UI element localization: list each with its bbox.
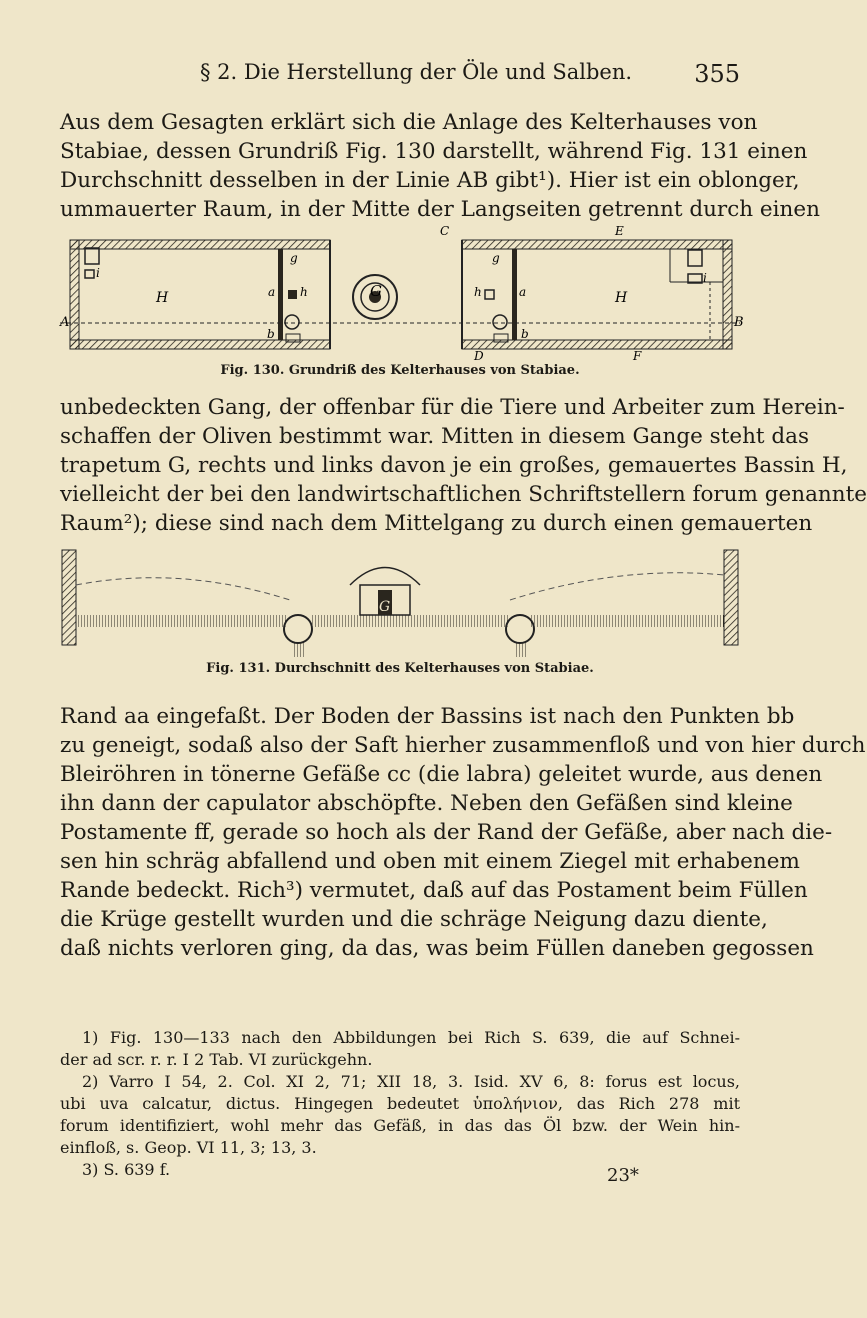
floor-right xyxy=(530,615,724,627)
floor-plan-drawing: A B C E H H G a a b b h h g g i i D F xyxy=(59,224,744,363)
page-number: 355 xyxy=(694,60,740,88)
cross-section-drawing: G xyxy=(61,549,739,657)
text-line: Postamente ff, gerade so hoch als der Ra… xyxy=(60,820,833,845)
text-line: ihn dann der capulator abschöpfte. Neben… xyxy=(60,791,793,816)
paragraph-2: unbedeckten Gang, der offenbar für die T… xyxy=(60,393,867,538)
figure-131-caption: Fig. 131. Durchschnitt des Kelterhauses … xyxy=(206,661,594,676)
label-d-point: D xyxy=(473,349,484,363)
vessel-c-left xyxy=(284,314,300,330)
footnotes: 1) Fig. 130—133 nach den Abbildungen bei… xyxy=(60,1027,740,1181)
footnote-line: einfloß, s. Geop. VI 11, 3; 13, 3. xyxy=(60,1138,317,1157)
label-b-point: B xyxy=(733,315,744,330)
wall-top-right xyxy=(461,239,733,250)
label-h-small-right: h xyxy=(474,285,482,299)
label-h-small-left: h xyxy=(300,285,308,299)
label-b-right: b xyxy=(521,327,529,341)
label-g-small-left: g xyxy=(290,251,298,265)
text-line: trapetum G, rechts und links davon je ei… xyxy=(60,453,848,478)
label-h-right: H xyxy=(614,290,628,306)
wall-bottom-left xyxy=(69,339,331,350)
label-b-left: b xyxy=(267,327,275,341)
vessel-c-right xyxy=(492,314,508,330)
figure-130: A B C E H H G a a b b h h g g i i D F Fi… xyxy=(59,222,744,382)
text-line: sen hin schräg abfallend und oben mit ei… xyxy=(60,849,800,874)
label-g-section: G xyxy=(379,599,390,615)
wall-bottom-right xyxy=(461,339,733,350)
footnote-line: ubi uva calcatur, dictus. Hingegen bedeu… xyxy=(60,1094,740,1113)
pedestal-f-left xyxy=(285,333,301,343)
text-line: zu geneigt, sodaß also der Saft hierher … xyxy=(60,733,866,758)
text-line: schaffen der Oliven bestimmt war. Mitten… xyxy=(60,424,810,449)
wall-right xyxy=(722,239,733,350)
floor-left xyxy=(76,615,286,627)
footnote-line: forum identifiziert, wohl mehr das Gefäß… xyxy=(60,1116,740,1135)
text-line: Rand aa eingefaßt. Der Boden der Bassins… xyxy=(60,704,795,729)
paragraph-1: Aus dem Gesagten erklärt sich die Anlage… xyxy=(60,108,820,224)
text-line: vielleicht der bei den landwirtschaftlic… xyxy=(60,482,867,507)
label-a-right: a xyxy=(519,285,526,299)
pedestal-f-right xyxy=(493,333,509,343)
wall-inner-right xyxy=(512,249,517,340)
book-page: § 2. Die Herstellung der Öle und Salben.… xyxy=(59,60,867,1186)
text-line: daß nichts verloren ging, da das, was be… xyxy=(60,936,814,961)
label-g-small-right: g xyxy=(492,251,500,265)
wall-inner-left xyxy=(278,249,283,340)
paragraph-3: Rand aa eingefaßt. Der Boden der Bassins… xyxy=(60,702,866,963)
text-line: Raum²); diese sind nach dem Mittelgang z… xyxy=(60,511,813,536)
floor-middle xyxy=(310,615,510,627)
end-wall-right xyxy=(723,549,739,646)
signature-mark: 23* xyxy=(607,1165,639,1186)
text-line: die Krüge gestellt wurden und die schräg… xyxy=(60,907,768,932)
wall-left xyxy=(69,239,80,350)
text-line: Stabiae, dessen Grundriß Fig. 130 darste… xyxy=(60,139,808,164)
footnote-line: 3) S. 639 f. xyxy=(82,1160,171,1179)
footnote-line: 1) Fig. 130—133 nach den Abbildungen bei… xyxy=(82,1028,740,1047)
text-line: Durchschnitt desselben in der Linie AB g… xyxy=(60,168,800,193)
footnote-line: der ad scr. r. r. I 2 Tab. VI zurückgehn… xyxy=(60,1050,373,1069)
label-i-left: i xyxy=(96,266,100,280)
label-a-left: a xyxy=(268,285,275,299)
wall-top-left xyxy=(69,239,331,250)
header-title: § 2. Die Herstellung der Öle und Salben. xyxy=(200,60,633,84)
label-a-point: A xyxy=(59,315,69,330)
label-g: G xyxy=(370,282,382,300)
trapetum-g xyxy=(352,274,398,320)
text-line: Rande bedeckt. Rich³) vermutet, daß auf … xyxy=(60,878,808,903)
footnote-line: 2) Varro I 54, 2. Col. XI 2, 71; XII 18,… xyxy=(82,1072,740,1091)
running-header: § 2. Die Herstellung der Öle und Salben.… xyxy=(60,60,740,90)
text-line: Aus dem Gesagten erklärt sich die Anlage… xyxy=(60,110,758,135)
vessel-section-left xyxy=(283,614,313,644)
label-i-right: i xyxy=(703,271,707,285)
vessel-section-right xyxy=(505,614,535,644)
end-wall-left xyxy=(61,549,77,646)
figure-130-caption: Fig. 130. Grundriß des Kelterhauses von … xyxy=(220,363,580,378)
text-line: ummauerter Raum, in der Mitte der Langse… xyxy=(60,197,820,222)
label-e-point: E xyxy=(614,224,624,238)
text-line: Bleiröhren in tönerne Gefäße cc (die lab… xyxy=(60,762,823,787)
label-c-point: C xyxy=(440,224,449,238)
label-f-point: F xyxy=(632,349,642,363)
text-line: unbedeckten Gang, der offenbar für die T… xyxy=(60,395,845,420)
label-h-left: H xyxy=(155,290,169,306)
figure-131: G Fig. 131. Durchschnitt des Kelterhause… xyxy=(60,545,740,680)
